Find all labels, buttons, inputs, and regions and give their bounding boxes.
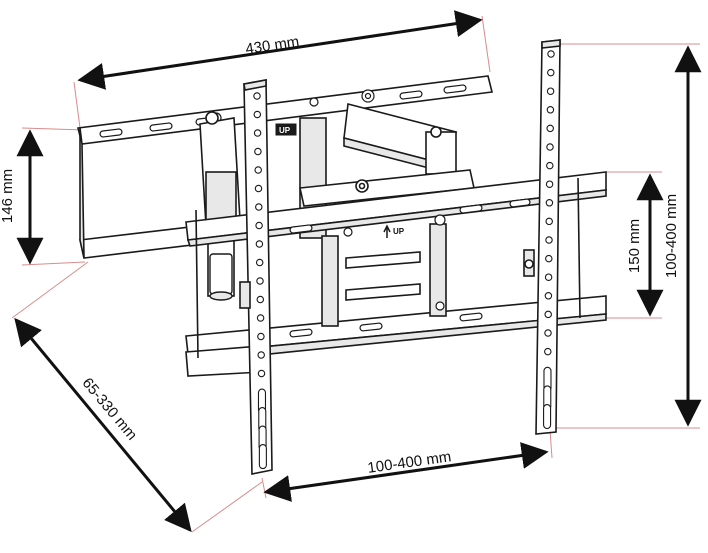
- left-bracket-holes: [253, 92, 267, 470]
- arm-left-knuckle: [205, 171, 237, 221]
- left-bracket-clamp: [239, 281, 251, 309]
- bracket-hole: [547, 68, 555, 77]
- frame-up-label: UP: [393, 227, 405, 236]
- bracket-hole: [257, 369, 266, 378]
- up-arrow-icon: [383, 224, 391, 238]
- bracket-hole: [256, 277, 264, 285]
- bracket-hole: [545, 236, 553, 244]
- bracket-hole: [544, 292, 553, 300]
- bracket-hole: [255, 240, 264, 248]
- guide-diag-bottom: [191, 481, 263, 533]
- bracket-hole: [257, 332, 265, 341]
- wall-bolt-2: [309, 97, 319, 107]
- arm-up-label: UP: [279, 126, 291, 135]
- bracket-hole: [545, 180, 554, 188]
- bracket-hole: [255, 221, 263, 230]
- label-right-height: 100-400 mm: [663, 194, 680, 278]
- bracket-hole: [254, 184, 263, 193]
- guide-top-left: [73, 81, 81, 129]
- bracket-hole: [545, 217, 553, 226]
- frame-slots: [289, 198, 531, 338]
- arm-knuckle: [425, 131, 457, 175]
- bracket-hole: [544, 273, 553, 281]
- label-top-width: 430 mm: [244, 33, 300, 58]
- guide-bottom-left: [261, 477, 267, 499]
- guide-146-bottom: [21, 261, 86, 266]
- dimension-arrows: [14, 10, 702, 533]
- arrow-430: [77, 10, 483, 90]
- frame-cross-1: [345, 251, 421, 269]
- bracket-hole: [256, 314, 265, 322]
- tv-frame: [185, 171, 607, 377]
- right-vertical-bracket: [523, 39, 561, 435]
- arm-pivot-bolt: [205, 111, 219, 125]
- left-vertical-bracket: [239, 79, 273, 475]
- bracket-hole: [254, 147, 262, 156]
- bracket-hole: [253, 110, 262, 119]
- guide-lines: [11, 15, 700, 533]
- bracket-hole: [547, 50, 555, 58]
- bracket-hole: [253, 129, 262, 137]
- bracket-hole: [544, 310, 552, 319]
- arrow-65-330: [14, 317, 192, 533]
- frame-rod-right: [577, 177, 581, 319]
- frame-rod-left: [195, 209, 199, 359]
- bracket-hole: [256, 295, 265, 304]
- bracket-hole: [254, 166, 262, 174]
- bracket-hole: [546, 161, 554, 170]
- arrow-100-400-horizontal: [263, 442, 549, 502]
- guide-bottom-right: [549, 429, 553, 459]
- guide-top-right: [481, 15, 491, 73]
- label-left-height: 146 mm: [0, 169, 16, 223]
- bracket-hole: [253, 92, 261, 100]
- bracket-hole: [544, 329, 552, 337]
- guide-diag-top: [11, 261, 89, 319]
- bracket-hole: [546, 124, 554, 133]
- bracket-slot: [543, 404, 552, 430]
- wall-plate-edge: [79, 127, 85, 259]
- bracket-hole: [545, 199, 554, 207]
- label-inner-height: 150 mm: [626, 219, 643, 273]
- bracket-hole: [546, 87, 555, 95]
- bracket-hole: [544, 347, 552, 356]
- bracket-hole: [546, 143, 554, 151]
- bracket-hole: [546, 106, 555, 114]
- frame-cross-2: [345, 283, 421, 301]
- frame-strut-1: [321, 235, 339, 327]
- guide-146-top: [21, 127, 86, 131]
- bracket-hole: [255, 258, 264, 267]
- arm-up-tag: [275, 123, 297, 136]
- bracket-hole: [545, 254, 553, 263]
- right-bracket-holes: [543, 50, 555, 430]
- bracket-hole: [255, 203, 263, 211]
- bracket-slot: [258, 444, 267, 470]
- bracket-hole: [257, 351, 265, 359]
- left-bracket-body: [243, 79, 273, 475]
- tilt-knob: [209, 253, 233, 301]
